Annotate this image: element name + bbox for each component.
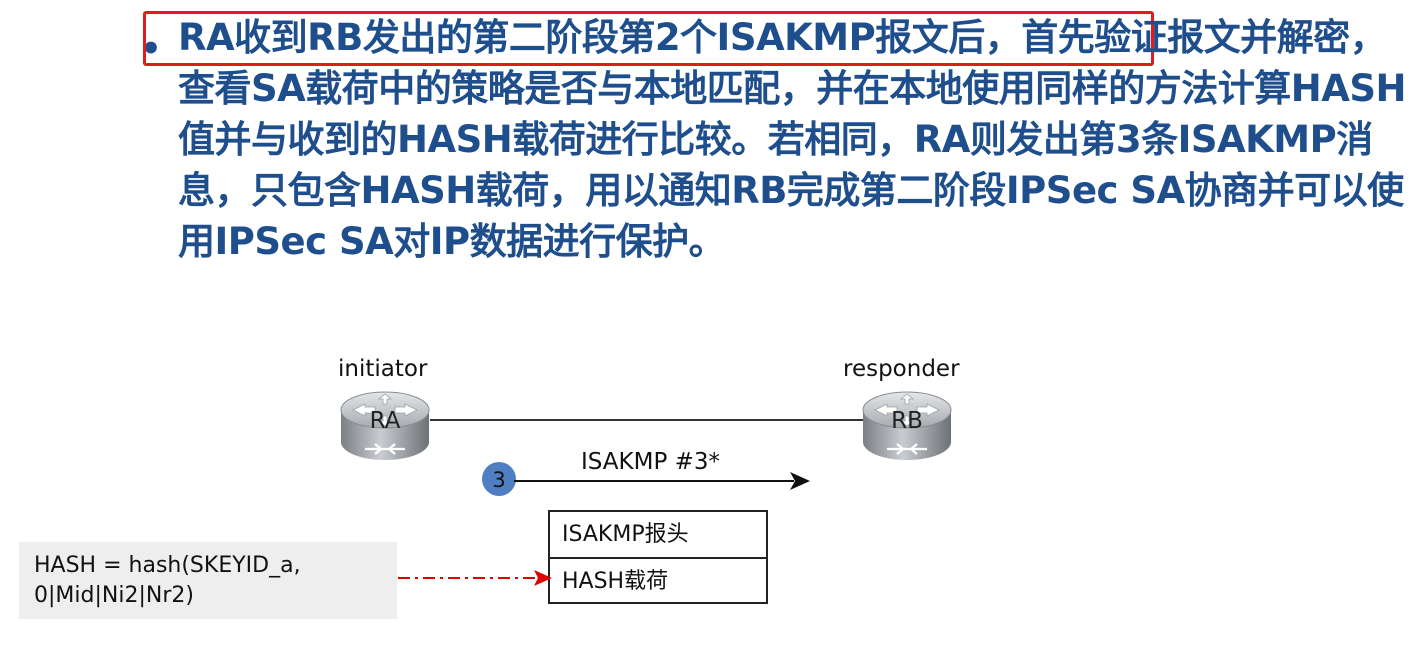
router-icon: [340, 391, 430, 460]
packet-header-row: ISAKMP报头: [550, 512, 766, 559]
router-label: RB: [891, 408, 923, 434]
initiator-label: initiator: [338, 356, 428, 382]
link-line: [430, 419, 865, 421]
packet-payload-row: HASH载荷: [562, 569, 669, 594]
highlight-box: [143, 11, 1154, 66]
message-label: ISAKMP #3*: [581, 449, 721, 475]
router-icon: [862, 391, 952, 460]
router-ra: RA: [339, 388, 431, 462]
highlighted-phrase: RA收到RB发出的第二阶段第2个ISAKMP报文后: [178, 16, 985, 59]
hash-formula-box: HASH = hash(SKEYID_a, 0|Mid|Ni2|Nr2): [19, 542, 397, 619]
responder-label: responder: [843, 356, 960, 382]
router-rb: RB: [861, 388, 953, 462]
paragraph-rest: ，首先验证报文并解密，查看SA载荷中的策略是否与本地匹配，并在本地使用同样的方法…: [178, 16, 1407, 263]
bullet-paragraph: RA收到RB发出的第二阶段第2个ISAKMP报文后，首先验证报文并解密，查看SA…: [178, 12, 1407, 267]
message-arrow: [514, 472, 810, 490]
hash-formula-line1: HASH = hash(SKEYID_a,: [34, 553, 301, 578]
router-label: RA: [369, 408, 401, 434]
dash-dot-arrow: [398, 570, 552, 586]
packet-box: ISAKMP报头 HASH载荷: [548, 510, 768, 604]
hash-formula-line2: 0|Mid|Ni2|Nr2): [34, 583, 194, 608]
step-number-circle: 3: [482, 462, 516, 496]
